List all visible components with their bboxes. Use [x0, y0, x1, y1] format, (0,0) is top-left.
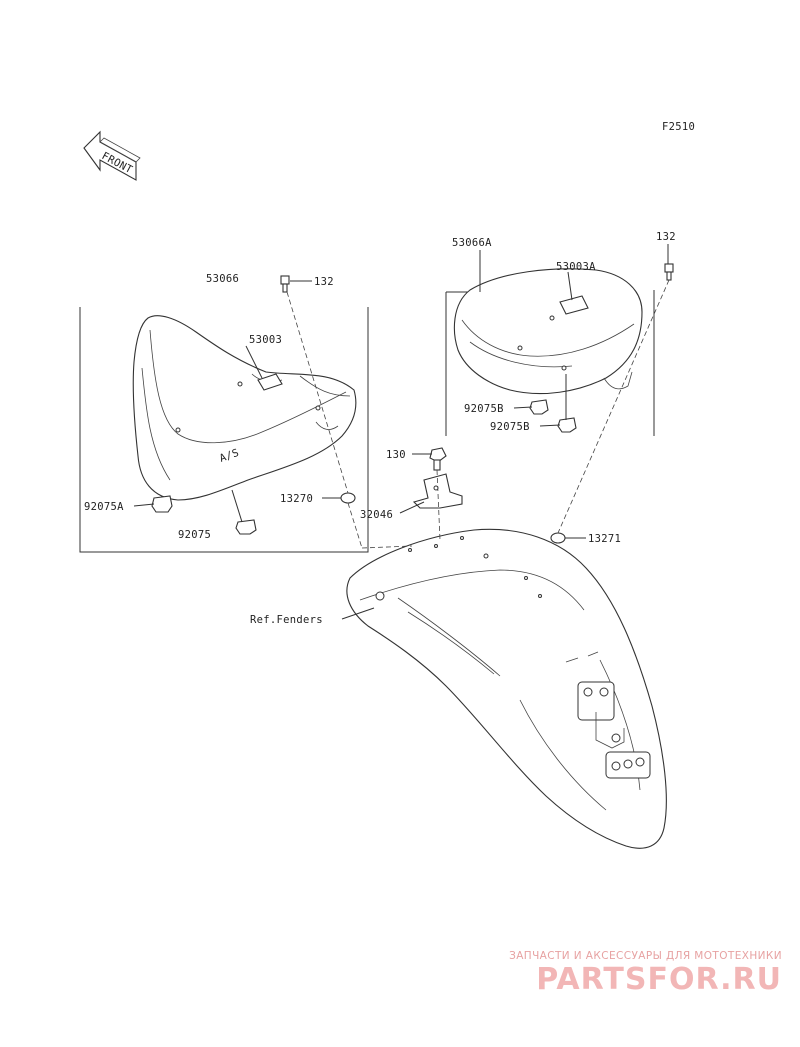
label-132-right: 132 — [656, 231, 676, 243]
label-92075: 92075 — [178, 529, 211, 541]
nut-13270 — [340, 492, 356, 504]
diagram-code: F2510 — [662, 121, 695, 133]
label-53003A: 53003A — [556, 261, 596, 273]
bolt-130 — [429, 447, 447, 471]
damper-92075B-upper — [529, 399, 549, 415]
watermark: ЗАПЧАСТИ И АКСЕССУАРЫ ДЛЯ МОТОТЕХНИКИ PA… — [509, 950, 782, 997]
label-ref-fenders: Ref.Fenders — [250, 614, 323, 626]
label-130: 130 — [386, 449, 406, 461]
front-arrow-icon: FRONT — [83, 130, 141, 181]
damper-92075 — [235, 519, 257, 535]
label-13271: 13271 — [588, 533, 621, 545]
bolt-132-left — [280, 275, 290, 293]
label-132-left: 132 — [314, 276, 334, 288]
label-92075B-upper: 92075B — [464, 403, 504, 415]
bolt-132-right — [664, 263, 674, 281]
watermark-tagline: ЗАПЧАСТИ И АКСЕССУАРЫ ДЛЯ МОТОТЕХНИКИ — [509, 950, 782, 962]
label-32046: 32046 — [360, 509, 393, 521]
label-53066: 53066 — [206, 273, 239, 285]
label-13270: 13270 — [280, 493, 313, 505]
left-group-bracket — [79, 307, 369, 553]
label-92075A: 92075A — [84, 501, 124, 513]
label-53066A: 53066A — [452, 237, 492, 249]
damper-92075B-lower — [557, 417, 577, 433]
emblem-53003A — [559, 295, 589, 315]
label-92075B-lower: 92075B — [490, 421, 530, 433]
damper-92075A — [151, 495, 173, 513]
rear-fender — [346, 528, 667, 849]
rear-seat-53066A — [453, 268, 643, 395]
front-seat-53066: A/S — [132, 315, 357, 501]
emblem-53003 — [257, 373, 283, 391]
nut-13271 — [550, 532, 566, 544]
watermark-logo: PARTSFOR.RU — [536, 962, 782, 997]
label-53003: 53003 — [249, 334, 282, 346]
